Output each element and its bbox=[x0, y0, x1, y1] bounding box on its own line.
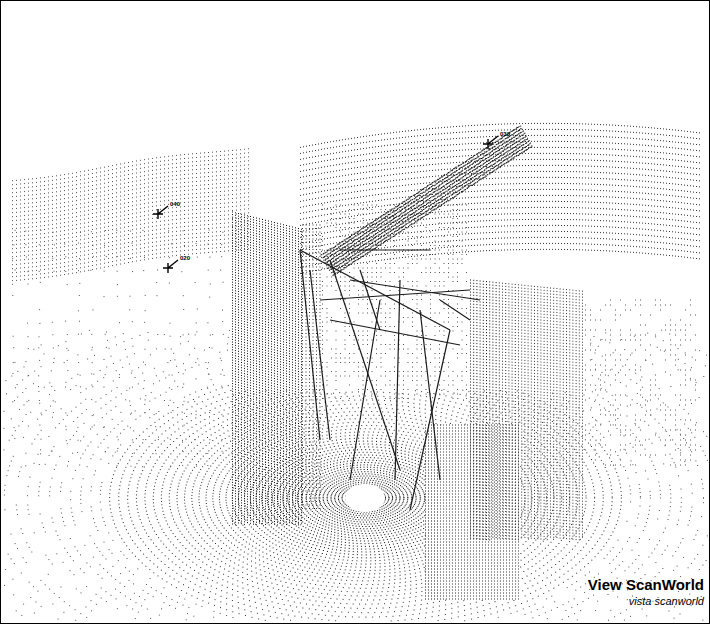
target-number: 020 bbox=[180, 255, 190, 261]
scaffold-bar bbox=[330, 320, 460, 345]
scaffold-bar bbox=[340, 249, 430, 250]
scaffold-bar bbox=[300, 250, 320, 440]
view-title: View ScanWorld bbox=[588, 577, 704, 594]
scaffold-bar bbox=[300, 250, 450, 330]
view-caption: vista scanworld bbox=[629, 595, 704, 607]
scaffold-bar bbox=[420, 310, 440, 480]
targets bbox=[153, 136, 498, 273]
scaffold-bar bbox=[350, 280, 480, 300]
sparse-points bbox=[3, 149, 708, 621]
scaffold-bar bbox=[395, 280, 400, 480]
dense-points bbox=[232, 126, 532, 599]
mid-points bbox=[109, 123, 700, 621]
scanner-gap bbox=[345, 484, 385, 512]
target-number: 040 bbox=[170, 201, 180, 207]
scaffold-bar bbox=[360, 270, 380, 330]
scaffold-bar bbox=[440, 300, 470, 320]
scaffold-bar bbox=[330, 260, 400, 470]
scaffold-bar bbox=[410, 330, 450, 510]
scaffold-bar bbox=[310, 270, 330, 440]
target-marker bbox=[153, 206, 168, 219]
scaffold bbox=[300, 250, 480, 510]
target-marker bbox=[483, 136, 498, 149]
target-marker bbox=[163, 260, 178, 273]
target-number: 030 bbox=[500, 131, 510, 137]
